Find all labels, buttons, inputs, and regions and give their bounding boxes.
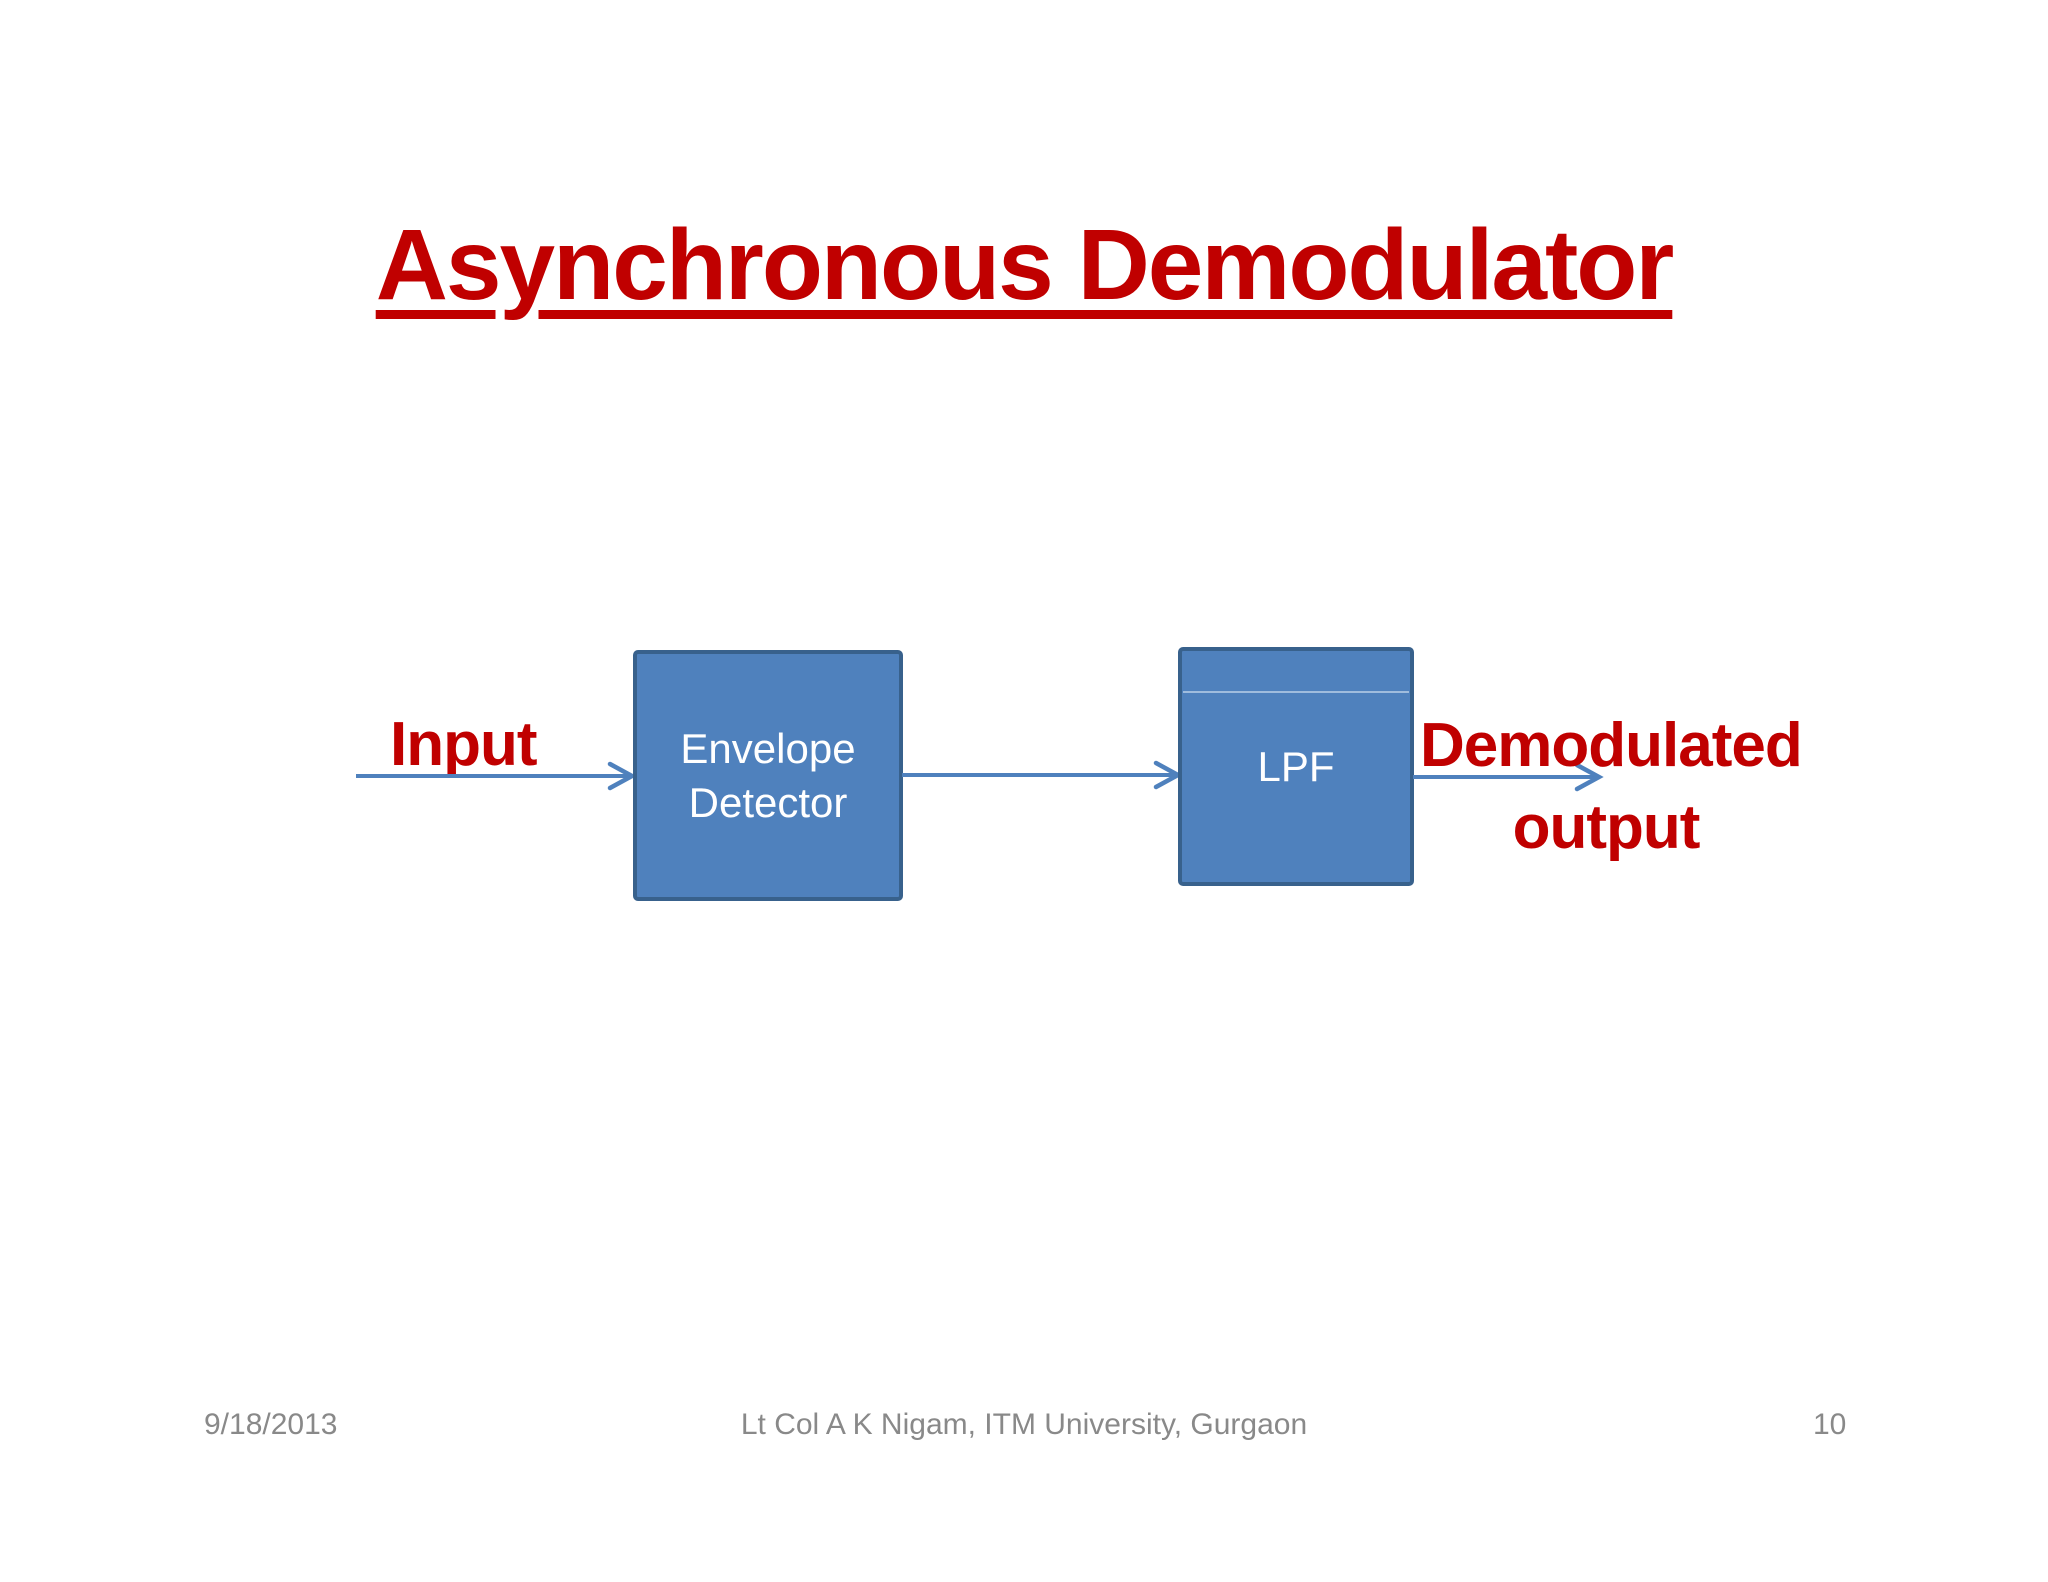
title-container: Asynchronous Demodulator [0,208,2048,323]
between-blocks-arrow [902,760,1182,790]
footer-page-number: 10 [1813,1408,1847,1441]
page-title: Asynchronous Demodulator [375,209,1675,321]
lpf-block-divider-line [1183,691,1409,693]
output-label-line2: output [1512,793,1701,862]
output-label-line1: Demodulated [1420,711,1803,780]
envelope-detector-label-line1: Envelope [680,724,856,772]
lpf-label: LPF [1257,742,1335,790]
output-label: Demodulated output [1420,705,1803,869]
output-arrow [1413,762,1604,792]
arrowhead-icon [1574,762,1604,792]
input-arrow [356,761,636,791]
envelope-detector-label-line2: Detector [688,778,848,826]
arrowhead-icon [607,761,636,791]
input-label: Input [390,710,537,779]
footer-date: 9/18/2013 [204,1408,338,1441]
envelope-detector-label: Envelope Detector [680,722,855,830]
footer-credit: Lt Col A K Nigam, ITM University, Gurgao… [740,1408,1308,1441]
lpf-block: LPF [1178,647,1414,886]
envelope-detector-block: Envelope Detector [633,650,903,901]
